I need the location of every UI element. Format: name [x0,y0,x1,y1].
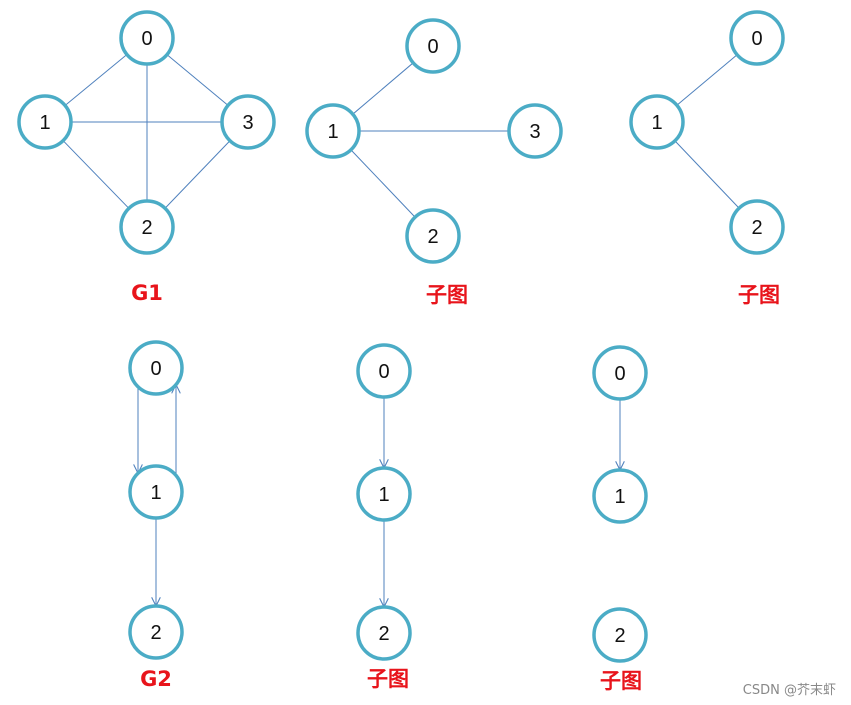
node-label: 0 [150,358,161,380]
node-label: 0 [427,36,438,58]
g2-caption: G2 [140,667,172,691]
g1-sub-a-edge-1-2 [349,148,417,219]
g1-node-2: 2 [119,199,175,255]
node-label: 1 [614,486,625,508]
node-label: 1 [39,112,50,134]
g1-sub-a-node-2: 2 [405,208,461,264]
g1-sub-b-edge-0-1 [675,53,739,107]
node-label: 0 [751,28,762,50]
node-circle [592,468,648,524]
g1-edge-1-2 [62,139,130,210]
g1-sub-b-node-2: 2 [729,199,785,255]
g2-sub-a-node-2: 2 [356,605,412,661]
node-circle [629,94,685,150]
g2-node-1: 1 [128,464,184,520]
g1-sub-a-node-1: 1 [305,103,361,159]
node-circle [592,607,648,663]
g1-caption: G1 [131,281,163,305]
node-label: 1 [651,112,662,134]
node-circle [220,94,276,150]
g2-node-2: 2 [128,604,184,660]
node-circle [119,10,175,66]
node-circle [305,103,361,159]
node-circle [729,199,785,255]
node-label: 2 [751,217,762,239]
node-circle [128,604,184,660]
g2-node-0: 0 [128,340,184,396]
g2-sub-b-node-1: 1 [592,468,648,524]
g1-node-1: 1 [17,94,73,150]
g2-sub-a-node-1: 1 [356,466,412,522]
watermark-text: CSDN @芥末虾 [743,683,836,698]
node-label: 2 [614,625,625,647]
node-label: 3 [529,121,540,143]
g1-sub-a-node-3: 3 [507,103,563,159]
g1-sub-a-node-0: 0 [405,18,461,74]
node-circle [17,94,73,150]
node-label: 2 [150,622,161,644]
node-label: 1 [327,121,338,143]
g1-sub-b-edge-1-2 [673,139,741,210]
node-circle [119,199,175,255]
node-circle [405,18,461,74]
node-label: 2 [427,226,438,248]
g1-sub-a-edge-0-1 [351,61,415,116]
node-label: 0 [614,363,625,385]
node-circle [128,464,184,520]
node-label: 1 [150,482,161,504]
g1-node-3: 3 [220,94,276,150]
nodes-layer: 0 1 2 3 0 1 2 3 0 1 2 0 1 2 0 1 2 0 1 2 [17,10,785,663]
node-label: 0 [378,361,389,383]
g1-sub-a-caption: 子图 [426,283,468,307]
node-circle [405,208,461,264]
g2-sub-a-node-0: 0 [356,343,412,399]
g2-sub-b-caption: 子图 [600,669,642,693]
g1-edge-0-3 [165,53,230,107]
node-circle [356,343,412,399]
edges-layer [62,53,741,607]
node-circle [729,10,785,66]
node-circle [356,466,412,522]
node-circle [507,103,563,159]
node-label: 2 [378,623,389,645]
node-circle [356,605,412,661]
g1-sub-b-node-0: 0 [729,10,785,66]
g1-node-0: 0 [119,10,175,66]
node-label: 3 [242,112,253,134]
g1-sub-b-node-1: 1 [629,94,685,150]
g2-sub-b-node-2: 2 [592,607,648,663]
g2-sub-b-node-0: 0 [592,345,648,401]
node-label: 1 [378,484,389,506]
g1-edge-2-3 [163,139,232,210]
g2-sub-a-caption: 子图 [367,667,409,691]
node-circle [128,340,184,396]
g1-sub-b-caption: 子图 [738,283,780,307]
node-label: 0 [141,28,152,50]
node-circle [592,345,648,401]
g1-edge-0-1 [63,53,129,107]
node-label: 2 [141,217,152,239]
